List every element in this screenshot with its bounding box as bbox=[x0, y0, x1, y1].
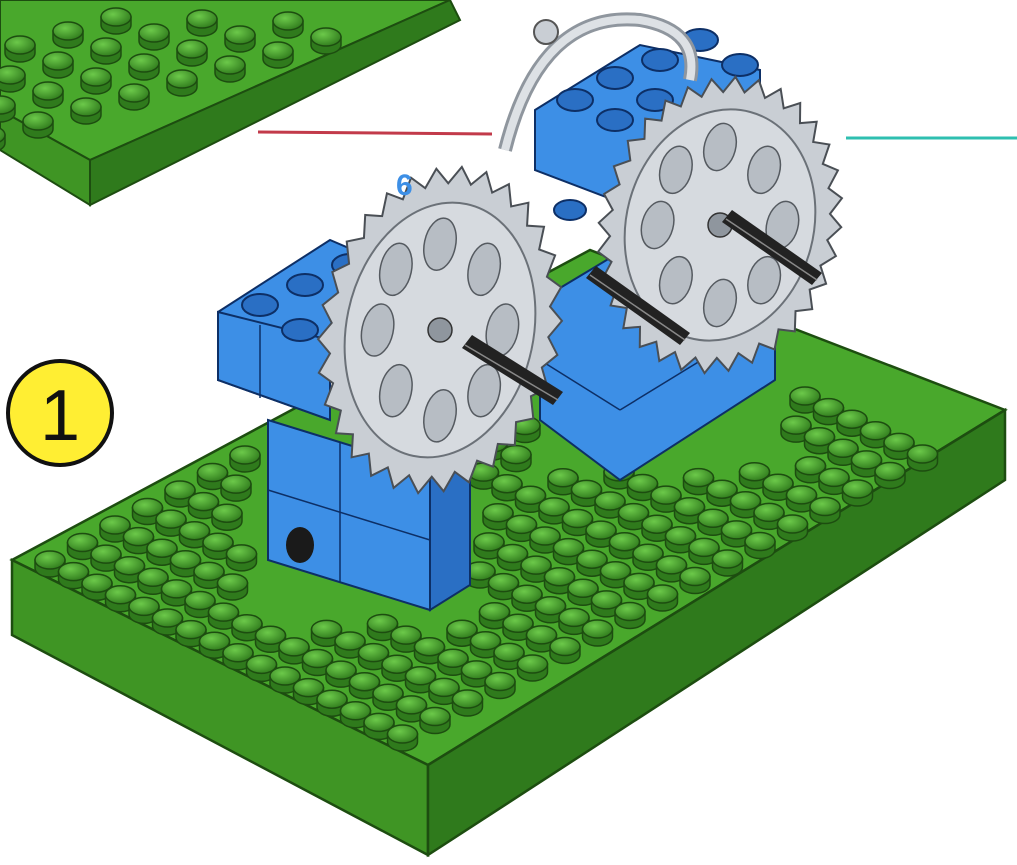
stud bbox=[263, 42, 293, 68]
stud bbox=[23, 112, 53, 138]
stud bbox=[227, 545, 257, 571]
stud bbox=[875, 463, 905, 489]
stud bbox=[680, 568, 710, 594]
stud bbox=[0, 96, 15, 122]
stud bbox=[745, 533, 775, 559]
stud bbox=[5, 36, 35, 62]
axle-hole bbox=[286, 527, 314, 563]
stud bbox=[139, 24, 169, 50]
stud bbox=[810, 498, 840, 524]
stud bbox=[518, 655, 548, 681]
stud bbox=[501, 446, 531, 472]
stud bbox=[225, 26, 255, 52]
guide-line-left bbox=[258, 132, 492, 134]
stud bbox=[101, 8, 131, 34]
stud bbox=[908, 445, 938, 471]
stud bbox=[273, 12, 303, 38]
background-baseplate bbox=[0, 0, 460, 205]
stud bbox=[212, 504, 242, 530]
stud bbox=[0, 66, 25, 92]
stud bbox=[778, 515, 808, 541]
stud bbox=[311, 28, 341, 54]
stud bbox=[648, 585, 678, 611]
stud bbox=[550, 638, 580, 664]
stud bbox=[33, 82, 63, 108]
step-number: 1 bbox=[40, 376, 80, 456]
stud bbox=[218, 574, 248, 600]
stud bbox=[81, 68, 111, 94]
stud bbox=[713, 550, 743, 576]
stud bbox=[53, 22, 83, 48]
stud bbox=[91, 38, 121, 64]
stud bbox=[453, 690, 483, 716]
stud bbox=[43, 52, 73, 78]
stud bbox=[187, 10, 217, 36]
stud bbox=[420, 708, 450, 734]
stud bbox=[485, 673, 515, 699]
stud bbox=[177, 40, 207, 66]
stud bbox=[843, 480, 873, 506]
stud bbox=[167, 70, 197, 96]
stud bbox=[615, 603, 645, 629]
part-callout-label: 6 bbox=[396, 169, 413, 202]
stud bbox=[129, 54, 159, 80]
stud bbox=[583, 620, 613, 646]
stud bbox=[230, 446, 260, 472]
stud bbox=[221, 475, 251, 501]
step-number-badge: 1 bbox=[8, 361, 112, 465]
stud bbox=[71, 98, 101, 124]
stud bbox=[388, 725, 418, 751]
stud bbox=[119, 84, 149, 110]
stud bbox=[215, 56, 245, 82]
